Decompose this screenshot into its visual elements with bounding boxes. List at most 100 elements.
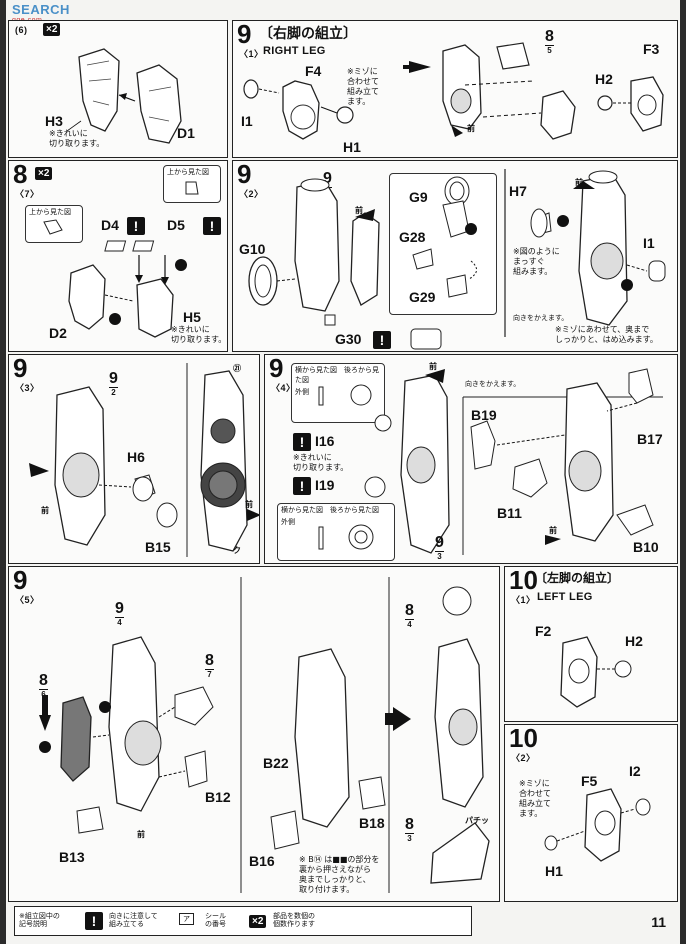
panel-step-10-1: 10 〈1〉 〔左脚の組立〕 LEFT LEG F2 H2 <box>504 566 678 722</box>
caution-icon: ! <box>373 331 391 349</box>
legend-title: ※組立図中の 記号説明 <box>19 912 60 929</box>
part-label-i19: I19 <box>315 477 335 493</box>
substep-label: 〈7〉 <box>15 189 40 199</box>
part-label-b16: B16 <box>249 853 275 869</box>
caution-icon: ! <box>293 433 311 451</box>
panel-step-8-7: 8 〈7〉 ×2 上から見た図 上から見た図 D4 ! D5 ! D2 <box>8 160 228 352</box>
front-marker: 前 <box>429 362 437 371</box>
groove-note: ※ミゾに 合わせて 組み立て ます。 <box>519 779 551 818</box>
step-number: 9 <box>237 20 252 49</box>
substep-label: 〈4〉 <box>271 383 295 393</box>
panel-step-9-2: 9 〈2〉 91 <box>232 160 678 352</box>
section-title-en: RIGHT LEG <box>263 45 326 57</box>
part-label-f2: F2 <box>535 623 552 639</box>
part-label-f3: F3 <box>643 41 660 57</box>
part-label-d2: D2 <box>49 325 67 341</box>
caution-icon: ! <box>127 217 145 235</box>
panel-step-8-6: (6) ×2 H3 D1 ※きれいに 切り取ります。 <box>8 20 228 158</box>
sticker-icon: ア <box>179 913 194 926</box>
part-label-i2: I2 <box>629 763 641 779</box>
straight-note: ※図のように まっすぐ 組みます。 <box>513 247 560 276</box>
part-diagram <box>68 240 187 338</box>
part-label-b10: B10 <box>633 539 659 555</box>
symbol-legend: ※組立図中の 記号説明 ! 向きに注意して 組み立てる ア シール の番号 ×2… <box>14 906 472 936</box>
part-label-d5: D5 <box>167 217 185 233</box>
part-label-h6: H6 <box>127 449 145 465</box>
part-diagram <box>66 48 182 144</box>
step-number: 9 <box>237 160 252 189</box>
manual-page: SEARCH gge.com (6) ×2 H3 D1 ※きれいに 切り取ります… <box>6 0 680 944</box>
leg-final-diagram <box>39 577 490 893</box>
seal-marker-b: ク <box>233 546 241 555</box>
front-marker: 前 <box>549 526 557 535</box>
substep-label: 〈2〉 <box>239 189 264 199</box>
legend-sticker-text: シール の番号 <box>205 912 226 929</box>
click-marker: パチッ <box>465 816 489 825</box>
top-view-box-a: 上から見た図 <box>25 205 83 243</box>
leg-seal-diagram <box>29 363 259 557</box>
part-label-f4: F4 <box>305 63 322 79</box>
step-number: 10 <box>509 724 538 753</box>
part-label-g30: G30 <box>335 331 362 347</box>
leg-armor-diagram <box>318 368 663 555</box>
part-label-b12: B12 <box>205 789 231 805</box>
substep-label: 〈2〉 <box>511 753 536 763</box>
step-number: 10 <box>509 566 538 595</box>
cut-note: ※きれいに 切り取ります。 <box>171 325 227 344</box>
groove-note: ※ミゾに 合わせて 組み立て ます。 <box>347 67 379 106</box>
cut-note: ※きれいに 切り取ります。 <box>49 129 105 148</box>
turn-note: 向きをかえます。 <box>465 381 521 388</box>
part-label-b18: B18 <box>359 815 385 831</box>
legend-quantity-text: 部品を数個の 個数作ります <box>273 912 315 929</box>
front-marker: 前 <box>467 124 475 133</box>
part-label-i16: I16 <box>315 433 335 449</box>
step-number: 9 <box>13 354 28 383</box>
step-number: 8 <box>13 160 28 189</box>
detail-box <box>389 173 497 315</box>
top-view-box-b: 上から見た図 <box>163 165 221 203</box>
press-note: ※ B⑭ は■■の部分を 裏から押さえながら 奥までしっかりと、 取り付けます。 <box>299 855 380 894</box>
part-label-f5: F5 <box>581 773 598 789</box>
panel-step-10-2: 10 〈2〉 F5 I2 H1 ※ミゾに 合わせて 組み立て ます。 <box>504 724 678 902</box>
part-label-b22: B22 <box>263 755 289 771</box>
step-number: 9 <box>13 566 28 595</box>
part-label-i1-12: I1 <box>643 235 655 251</box>
part-label-g10: G10 <box>239 241 266 257</box>
front-marker: 前 <box>245 500 253 509</box>
part-label-h7: H7 <box>509 183 527 199</box>
substep-label: 〈1〉 <box>239 49 264 59</box>
substep-label: 〈1〉 <box>511 595 536 605</box>
substep-label: 〈3〉 <box>15 383 40 393</box>
substep-label: 〈5〉 <box>15 595 40 605</box>
part-label-g9: G9 <box>409 189 428 205</box>
cut-note: ※きれいに 切り取ります。 <box>293 453 349 472</box>
times-two-badge: ×2 <box>35 167 53 180</box>
legend-caution-text: 向きに注意して 組み立てる <box>109 912 158 929</box>
panel-step-9-1: 9 〈1〉 〔右脚の組立〕 RIGHT LEG F4 I1 H1 <box>232 20 678 158</box>
part-label-d1: D1 <box>177 125 195 141</box>
part-label-b17: B17 <box>637 431 663 447</box>
part-label-d4: D4 <box>101 217 119 233</box>
caution-icon: ! <box>85 912 103 930</box>
front-marker: 前 <box>575 178 583 187</box>
side-view-box-bottom: 横から見た図 後ろから見た図 外側 <box>277 503 395 561</box>
part-label-b11: B11 <box>497 505 522 521</box>
seal-marker-a: ㉑ <box>233 364 241 373</box>
leg-assembly-diagram <box>248 169 666 350</box>
side-view-box-top: 横から見た図 後ろから見た図 外側 <box>291 363 385 423</box>
times-two-badge: ×2 <box>43 23 61 36</box>
substep-label: (6) <box>15 25 28 35</box>
section-title-jp: 〔左脚の組立〕 <box>535 571 620 585</box>
part-label-h2: H2 <box>625 633 643 649</box>
step-number: 9 <box>269 354 284 383</box>
part-label-g28: G28 <box>399 229 426 245</box>
section-title-jp: 〔右脚の組立〕 <box>259 26 357 42</box>
turn-note: 向きをかえます。 <box>513 315 569 322</box>
times-two-badge: ×2 <box>249 915 267 928</box>
